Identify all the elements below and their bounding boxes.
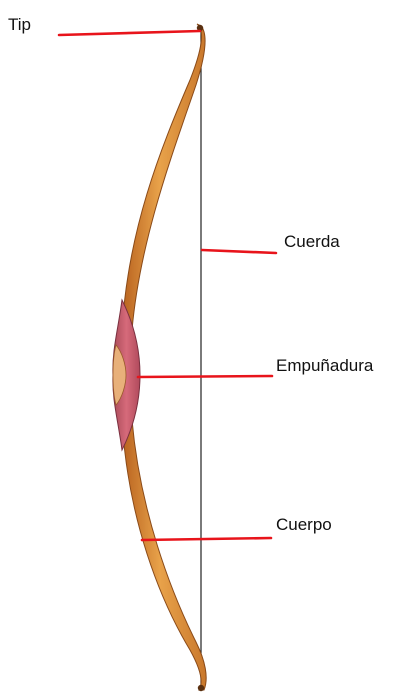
pointer-line-cuerpo <box>142 538 271 540</box>
label-cuerda: Cuerda <box>284 233 340 250</box>
bow-lower-limb <box>122 420 206 690</box>
pointer-line-cuerda <box>202 250 276 253</box>
pointer-line-tip <box>59 31 200 35</box>
label-empunadura: Empuñadura <box>276 357 373 374</box>
pointer-line-empunadura <box>138 376 272 377</box>
bow-lower-tip <box>198 685 204 691</box>
label-cuerpo: Cuerpo <box>276 516 332 533</box>
bow-upper-limb <box>122 24 205 330</box>
label-tip: Tip <box>8 16 31 33</box>
